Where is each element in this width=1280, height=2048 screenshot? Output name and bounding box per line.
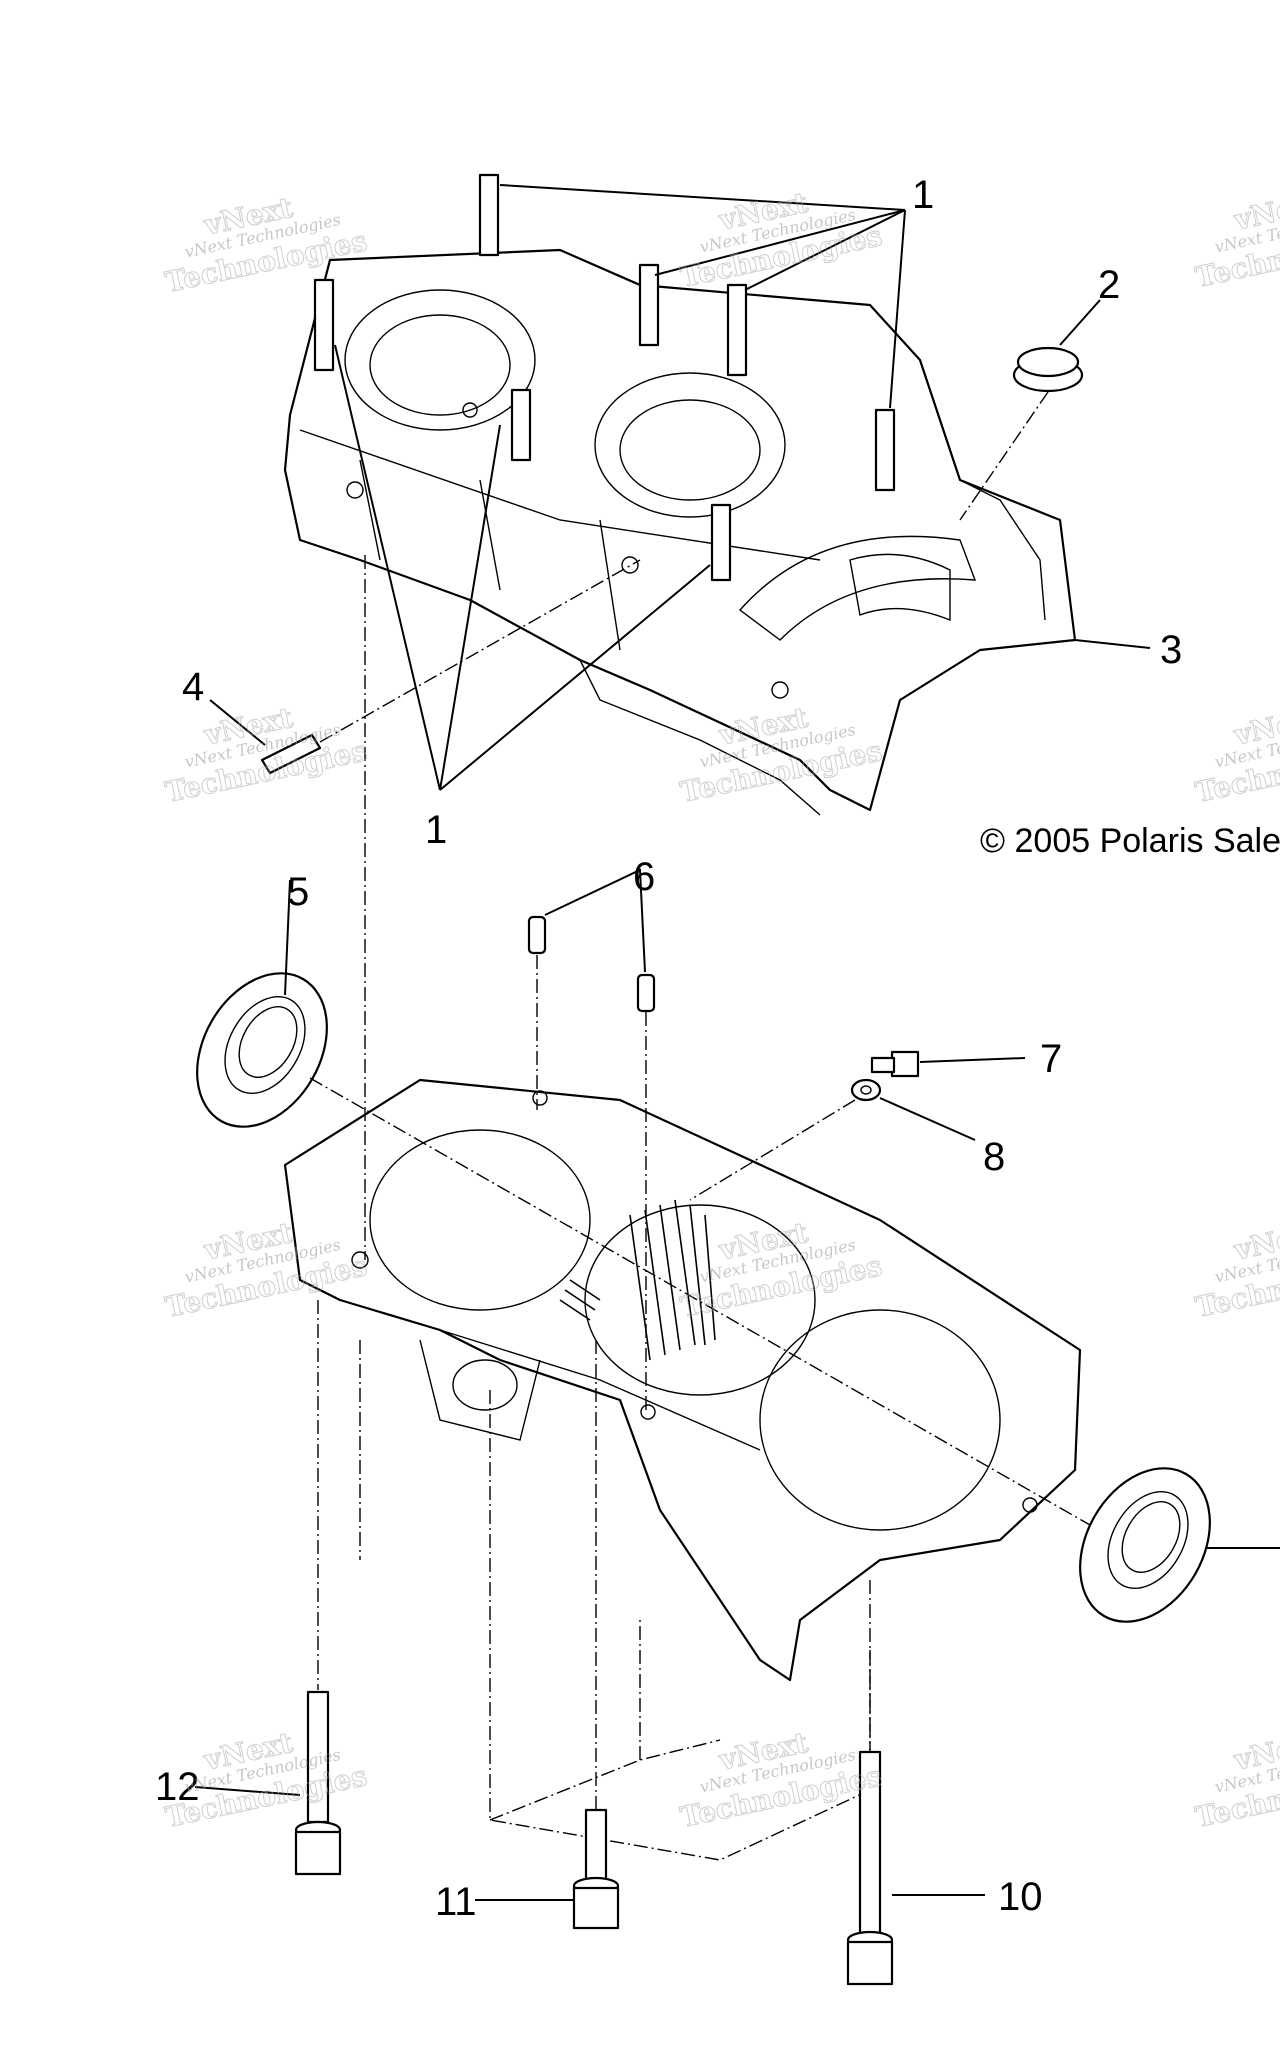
callout-4: 4 (182, 665, 204, 709)
dowel-pin-part-4 (260, 733, 322, 775)
washer-part-8 (850, 1078, 882, 1102)
bolt-part-12 (294, 1690, 342, 1876)
callout-11: 11 (435, 1880, 477, 1924)
callout-2: 2 (1098, 263, 1120, 307)
callout-12: 12 (155, 1765, 200, 1809)
lower-crankcase (283, 1078, 1082, 1861)
bolt-part-10 (846, 1750, 894, 1986)
dowel-pins-part-6 (527, 915, 656, 1013)
callout-6: 6 (633, 855, 655, 899)
grommet-part-2 (1012, 346, 1084, 393)
drain-bolt-part-7 (870, 1050, 920, 1078)
oil-seal-part-5 (196, 972, 328, 1128)
cylinder-studs (313, 173, 896, 582)
callout-5: 5 (287, 870, 309, 914)
callout-1-bottom: 1 (425, 808, 447, 852)
upper-crankcase (283, 248, 1077, 816)
callout-10: 10 (998, 1875, 1043, 1919)
callout-labels: 1 2 3 4 1 5 6 7 8 12 11 10 (155, 173, 1182, 1924)
callout-3: 3 (1160, 628, 1182, 672)
oil-seal-right (1079, 1467, 1211, 1623)
leader-lines (194, 184, 1280, 1901)
callout-8: 8 (983, 1135, 1005, 1179)
callout-1-top: 1 (912, 173, 934, 217)
assembly-lines (309, 391, 1091, 1810)
bolt-part-11 (572, 1808, 620, 1930)
copyright-notice: © 2005 Polaris Sales (980, 822, 1280, 860)
callout-7: 7 (1040, 1037, 1062, 1081)
